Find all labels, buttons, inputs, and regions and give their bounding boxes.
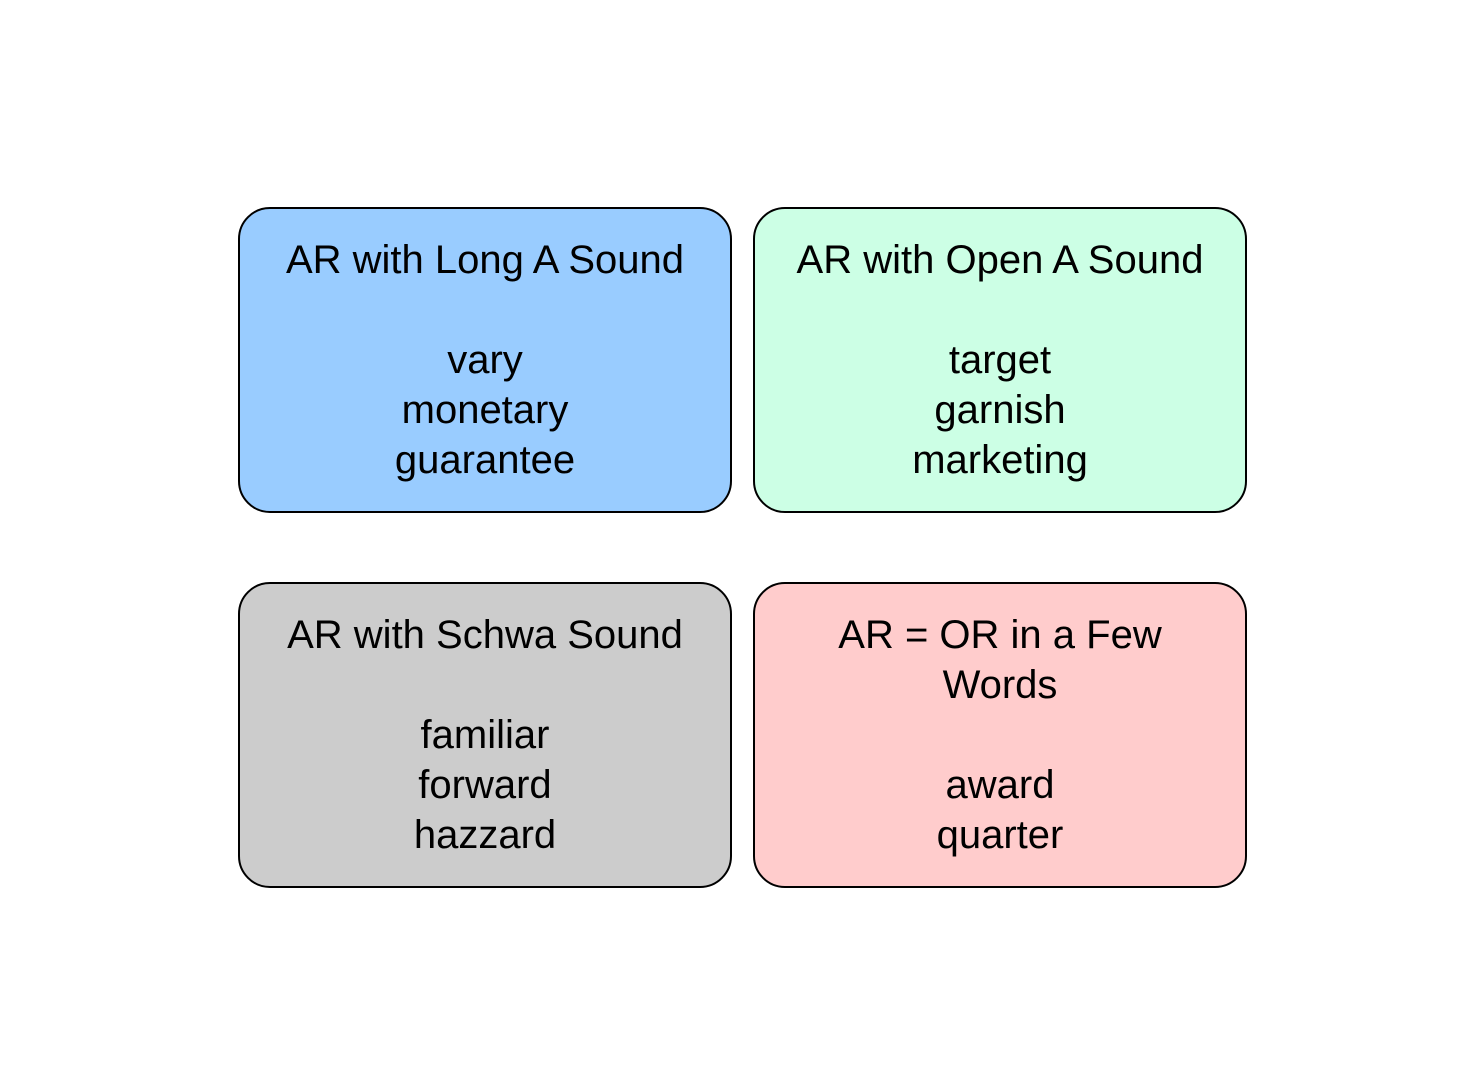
card-open-a-sound: AR with Open A Sound target garnish mark… bbox=[753, 207, 1247, 513]
card-word: vary bbox=[447, 338, 523, 382]
card-word: familiar bbox=[420, 713, 550, 757]
card-word: hazzard bbox=[413, 813, 557, 857]
card-word: target bbox=[948, 338, 1052, 382]
card-word: garnish bbox=[934, 388, 1066, 432]
card-title: AR = OR in a Few Words bbox=[838, 613, 1162, 707]
card-title: AR with Long A Sound bbox=[285, 238, 685, 282]
card-word: forward bbox=[418, 763, 552, 807]
card-long-a-sound: AR with Long A Sound vary monetary guara… bbox=[238, 207, 732, 513]
card-word: guarantee bbox=[394, 438, 576, 482]
card-schwa-sound: AR with Schwa Sound familiar forward haz… bbox=[238, 582, 732, 888]
card-word: marketing bbox=[912, 438, 1088, 482]
card-word: quarter bbox=[936, 813, 1064, 857]
card-title: AR with Open A Sound bbox=[796, 238, 1204, 282]
card-title: AR with Schwa Sound bbox=[287, 613, 683, 657]
card-word: award bbox=[945, 763, 1055, 807]
card-word: monetary bbox=[401, 388, 569, 432]
card-ar-equals-or: AR = OR in a Few Words award quarter bbox=[753, 582, 1247, 888]
